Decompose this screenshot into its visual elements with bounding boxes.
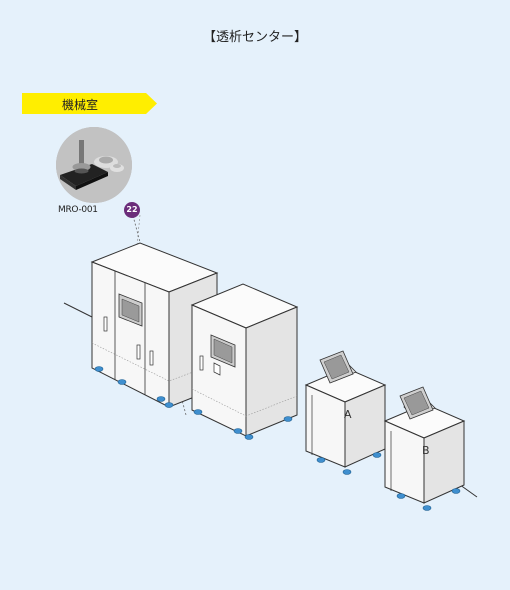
room-label-tag: 機械室 [22,93,157,114]
part-number-badge[interactable]: 22 [124,202,140,218]
room-label-arrow-shape [22,93,157,114]
unit-a-label: A [344,408,352,421]
unit-b-label: B [422,444,430,457]
console-unit-b[interactable]: B [383,386,466,511]
leveling-foot-photo[interactable] [56,127,132,203]
room-label-text: 機械室 [62,98,99,112]
page-title: 【透析センター】 [202,30,307,45]
part-code-label: MRO-001 [58,205,98,215]
cabinet-medium[interactable] [190,283,299,440]
console-unit-a[interactable]: A [304,350,387,475]
